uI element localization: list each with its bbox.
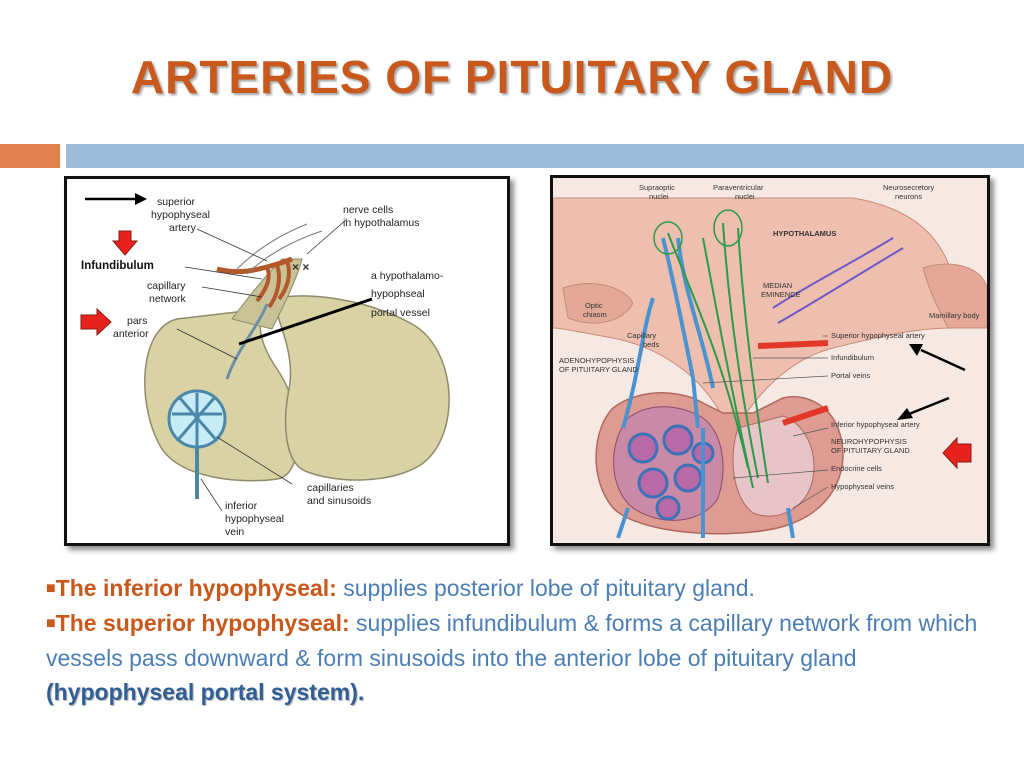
label-portal-3: portal vessel — [371, 307, 430, 319]
r-label-sup-artery: Superior hypophyseal artery — [831, 331, 925, 340]
header-band-orange — [0, 144, 60, 168]
r-label-median-2: EMINENCE — [761, 290, 801, 299]
slide-title: ARTERIES OF PITUITARY GLAND — [130, 51, 894, 103]
label-portal-2: hypophseal — [371, 288, 425, 300]
sinusoid-network — [167, 389, 227, 449]
anterior-lobe-shape — [144, 308, 299, 482]
label-pars-1: pars — [127, 315, 147, 327]
r-label-adeno-1: ADENOHYPOPHYSIS — [559, 356, 634, 365]
lobule-cells — [627, 424, 715, 521]
mamillary-body-shape — [922, 263, 987, 329]
r-label-hypothalamus: HYPOTHALAMUS — [773, 229, 836, 238]
hypothalamus-shape — [553, 197, 954, 419]
label-nerve-1: nerve cells — [343, 204, 393, 216]
body-line-inferior: ■The inferior hypophyseal: supplies post… — [46, 571, 1006, 606]
infundibulum-stalk — [231, 258, 303, 330]
arrow-icon-red-down — [111, 230, 139, 256]
portal-vessel — [225, 303, 269, 380]
inferior-artery-red — [782, 405, 829, 426]
r-label-mamillary: Mamillary body — [929, 311, 980, 320]
neurosecretory-fibers — [667, 222, 769, 489]
r-label-infundibulum: Infundibulum — [831, 353, 874, 362]
r-label-paraventricular-2: nuclei — [735, 192, 755, 201]
label-portal-1: a hypothalamo- — [371, 270, 444, 282]
label-vein-1: inferior — [225, 500, 258, 512]
term-inferior: The inferior hypophyseal: — [55, 575, 337, 601]
r-label-optic-2: chiasm — [583, 310, 607, 319]
r-label-median-1: MEDIAN — [763, 281, 792, 290]
r-label-neuro-2: OF PITUITARY GLAND — [831, 446, 910, 455]
label-infundibulum: Infundibulum — [81, 260, 154, 272]
arrow-icon-black-downleft-2 — [897, 396, 950, 420]
label-superior-1: superior — [157, 196, 195, 208]
portal-system-emphasis: (hypophyseal portal system). — [46, 679, 365, 705]
label-capillary-1: capillary — [147, 280, 186, 292]
arrow-icon-black-right — [85, 193, 147, 205]
right-diagram-panel: Supraoptic nuclei Paraventricular nuclei… — [550, 175, 990, 546]
label-capsin-1: capillaries — [307, 482, 354, 494]
optic-chiasm-shape — [562, 283, 634, 324]
r-label-adeno-2: OF PITUITARY GLAND — [559, 365, 638, 374]
arrow-icon-red-left — [942, 436, 972, 470]
r-label-inf-artery: Inferior hypophyseal artery — [831, 420, 920, 429]
right-leader-lines — [702, 335, 829, 509]
bullet-icon: ■ — [46, 615, 56, 632]
label-pars-2: anterior — [113, 328, 149, 340]
portal-veins — [616, 237, 795, 539]
nerve-fibers — [236, 223, 323, 275]
purple-neurons — [772, 237, 904, 324]
r-label-neurosecretory-2: neurons — [895, 192, 922, 201]
r-label-supraoptic-1: Supraoptic — [639, 183, 675, 192]
posterior-lobe-shape — [271, 295, 450, 481]
label-capillary-2: network — [149, 293, 187, 305]
left-diagram-panel: × × superior hypophyseal artery nerve ce… — [64, 176, 510, 546]
r-label-neuro-1: NEUROHYPOPHYSIS — [831, 437, 907, 446]
right-diagram: Supraoptic nuclei Paraventricular nuclei… — [553, 178, 987, 543]
r-label-supraoptic-2: nuclei — [649, 192, 669, 201]
term-superior: The superior hypophyseal: — [55, 610, 350, 636]
label-nerve-2: in hypothalamus — [343, 217, 419, 229]
text-superior: supplies infundibulum & forms a capillar… — [46, 610, 978, 671]
label-vein-3: vein — [225, 526, 244, 538]
label-vein-2: hypophyseal — [225, 513, 284, 525]
text-inferior: supplies posterior lobe of pituitary gla… — [336, 575, 755, 601]
bullet-icon: ■ — [46, 580, 56, 597]
left-diagram: × × superior hypophyseal artery nerve ce… — [80, 193, 450, 538]
r-label-paraventricular-1: Paraventricular — [713, 183, 764, 192]
r-label-optic-1: Optic — [585, 301, 603, 310]
label-capsin-2: and sinusoids — [307, 495, 371, 507]
label-superior-2: hypophyseal — [151, 209, 210, 221]
r-label-capbeds-2: beds — [643, 340, 660, 349]
label-superior-3: artery — [169, 222, 197, 234]
arrow-icon-black-upleft-1 — [909, 344, 966, 372]
r-label-endocrine: Endocrine cells — [831, 464, 882, 473]
portal-vessel-pointer — [238, 297, 373, 346]
leader-lines — [176, 218, 348, 512]
r-label-hypo-veins: Hypophyseal veins — [831, 482, 894, 491]
superior-artery-red — [757, 340, 829, 349]
body-text-block: ■The inferior hypophyseal: supplies post… — [46, 571, 1006, 709]
nuclei-circles — [653, 209, 743, 255]
header-band-blue — [66, 144, 1024, 168]
arrow-icon-red-right — [80, 307, 112, 337]
capillary-network-vessel — [255, 260, 291, 309]
r-label-capbeds-1: Capillary — [627, 331, 656, 340]
nerve-cross-marks: × × — [292, 260, 309, 274]
body-line-superior: ■The superior hypophyseal: supplies infu… — [46, 606, 1006, 709]
neurohypophysis-shape — [732, 415, 815, 517]
r-label-portal-veins: Portal veins — [831, 371, 870, 380]
r-label-neurosecretory-1: Neurosecretory — [883, 183, 935, 192]
